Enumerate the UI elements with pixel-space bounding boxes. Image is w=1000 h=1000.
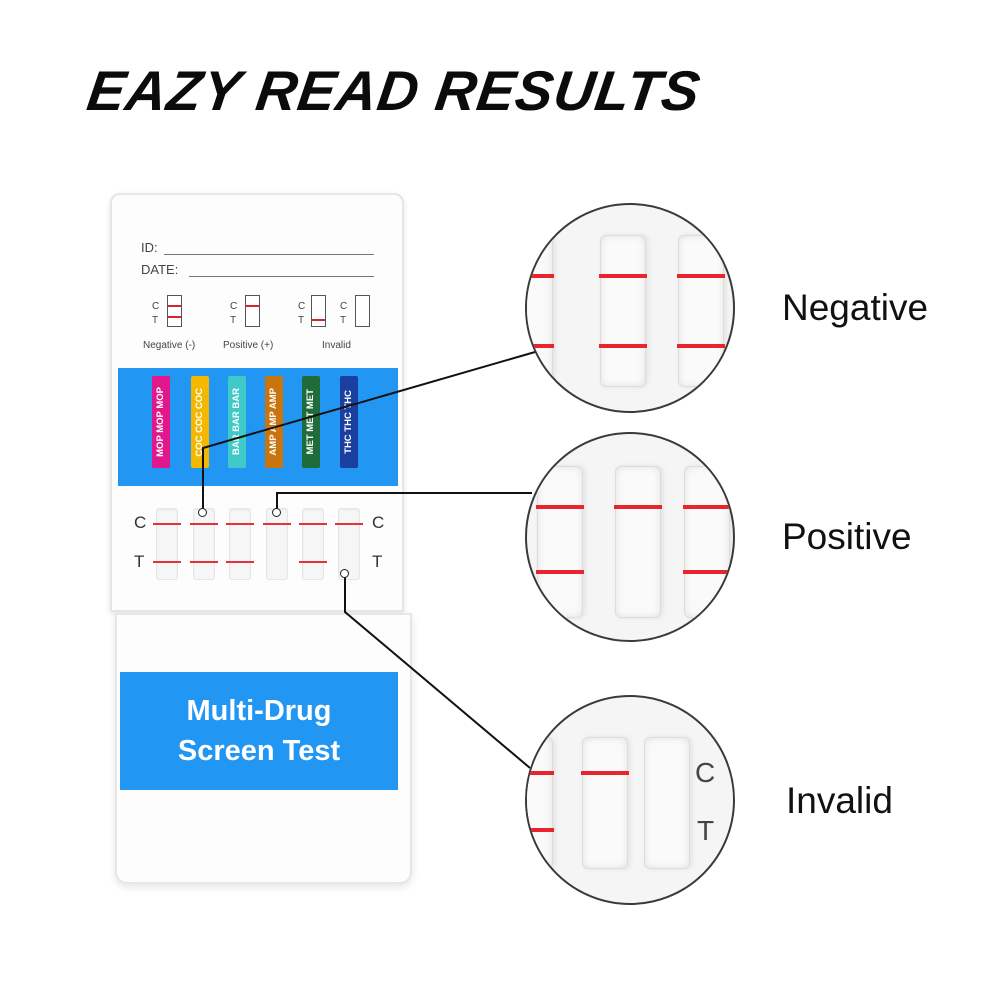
legend-caption-positive: Positive (+) [223, 340, 274, 351]
drug-label-5: THC THC THC [340, 376, 358, 468]
id-line [164, 254, 374, 255]
product-name-line1: Multi-Drug [186, 695, 332, 727]
result-window-1 [153, 508, 181, 580]
drug-label-1: COC COC COC [191, 376, 209, 468]
date-line [189, 276, 374, 277]
legend-window-positive [245, 295, 260, 327]
callout-dot-positive [272, 508, 281, 517]
drug-label-0: MOP MOP MOP [152, 376, 170, 468]
zoom-c-letter: C [695, 757, 716, 788]
window-c-letter-right: C [372, 513, 385, 532]
window-t-letter-left: T [134, 552, 145, 571]
result-label-positive: Positive [782, 516, 912, 557]
drug-label-3: AMP AMP AMP [265, 376, 283, 468]
connector-invalid [344, 573, 531, 769]
id-label: ID: [141, 240, 158, 255]
date-label: DATE: [141, 262, 179, 277]
result-label-negative: Negative [782, 287, 929, 328]
product-name-band [120, 672, 398, 790]
result-window-6 [335, 508, 363, 580]
result-label-invalid: Invalid [786, 780, 893, 821]
legend-caption-invalid: Invalid [322, 340, 351, 351]
window-t-letter-right: T [372, 552, 383, 571]
legend-c-letter: C [340, 301, 348, 312]
product-name-line2: Screen Test [177, 735, 341, 767]
legend-window-negative [167, 295, 182, 327]
zoom-circle-negative [525, 203, 735, 413]
result-window-5 [299, 508, 327, 580]
legend-window-invalid-a [311, 295, 326, 327]
drug-label-2: BAR BAR BAR [228, 376, 246, 468]
connector-negative [202, 351, 536, 512]
drug-label-4: MET MET MET [302, 376, 320, 468]
legend-t-letter: T [340, 315, 347, 326]
legend-c-letter: C [230, 301, 238, 312]
legend-t-letter: T [152, 315, 159, 326]
window-c-letter-left: C [134, 513, 147, 532]
zoom-circle-positive [525, 432, 735, 642]
legend-window-invalid-b [355, 295, 370, 327]
legend-caption-negative: Negative (-) [143, 340, 196, 351]
callout-dot-invalid [340, 569, 349, 578]
zoom-circle-invalid: C T [525, 695, 735, 905]
legend-c-letter: C [152, 301, 160, 312]
legend-t-letter: T [298, 315, 305, 326]
result-window-3 [226, 508, 254, 580]
callout-dot-negative [198, 508, 207, 517]
connector-positive [276, 492, 532, 512]
zoom-t-letter: T [697, 815, 715, 846]
legend-c-letter: C [298, 301, 306, 312]
legend-t-letter: T [230, 315, 237, 326]
